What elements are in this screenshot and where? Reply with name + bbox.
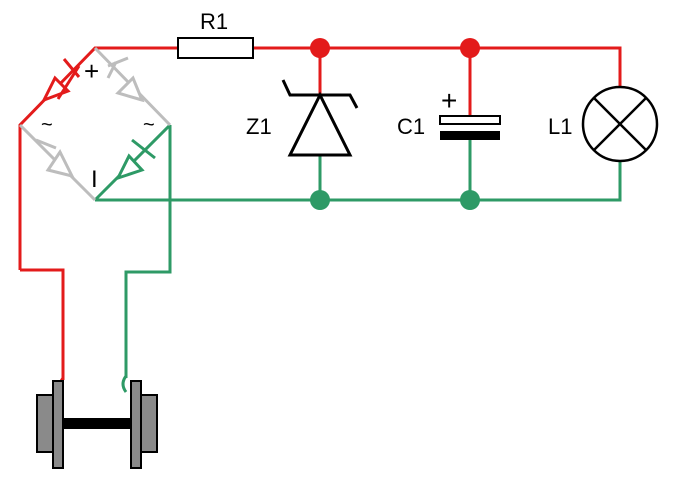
diode-bottom-right — [115, 138, 156, 181]
zener-diode-z1 — [281, 79, 359, 157]
junction-top-1 — [310, 38, 330, 58]
capacitor-plus-sign: + — [441, 85, 457, 116]
capacitor-c1-label: C1 — [397, 114, 425, 139]
junction-bottom-2 — [460, 190, 480, 210]
bridge-plus-sign: + — [84, 56, 99, 86]
zener-diode-z1-label: Z1 — [246, 114, 272, 139]
ac-left-sign: ~ — [41, 114, 53, 136]
ac-right-sign: ~ — [143, 114, 155, 136]
capacitor-c1 — [439, 115, 501, 140]
wheelset-icon — [36, 375, 158, 469]
junction-bottom-1 — [310, 190, 330, 210]
diode-bottom-left — [35, 138, 75, 179]
diode-top-left — [40, 58, 81, 103]
diode-top-right — [106, 56, 145, 103]
lamp-l1 — [581, 85, 659, 163]
lamp-l1-label: L1 — [548, 114, 572, 139]
bridge-minus-sign: I — [91, 166, 98, 193]
resistor-r1-label: R1 — [200, 9, 228, 34]
junction-top-2 — [460, 38, 480, 58]
negative-wire — [93, 123, 622, 378]
resistor-r1 — [177, 37, 254, 59]
